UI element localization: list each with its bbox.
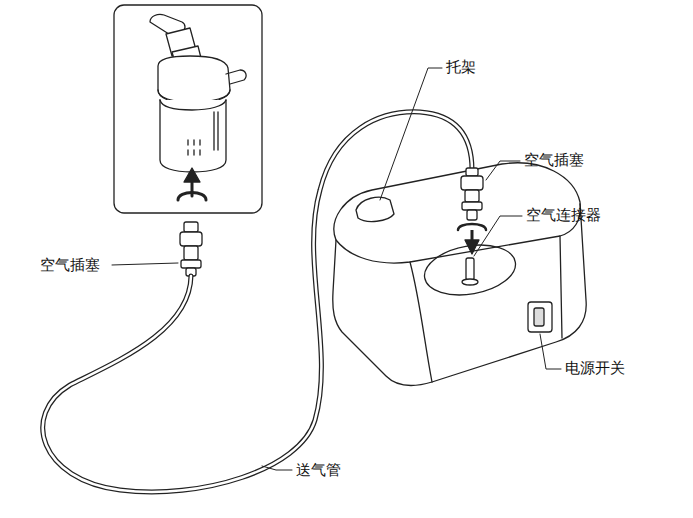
air-connector <box>466 258 474 280</box>
part-label: 送气管 <box>296 461 341 479</box>
nebulizer-cup <box>150 14 246 200</box>
air-plug <box>458 168 486 254</box>
holder <box>356 197 394 221</box>
power-switch <box>528 302 552 332</box>
part-label: 电源开关 <box>565 359 625 377</box>
inset-frame <box>114 5 262 213</box>
leader-line <box>112 68 561 470</box>
part-label: 托架 <box>446 58 476 76</box>
part-label: 空气插塞 <box>524 151 584 169</box>
part-label: 空气连接器 <box>526 206 601 224</box>
air-plug <box>180 222 202 276</box>
part-label: 空气插塞 <box>40 256 100 274</box>
compressor <box>333 163 586 386</box>
